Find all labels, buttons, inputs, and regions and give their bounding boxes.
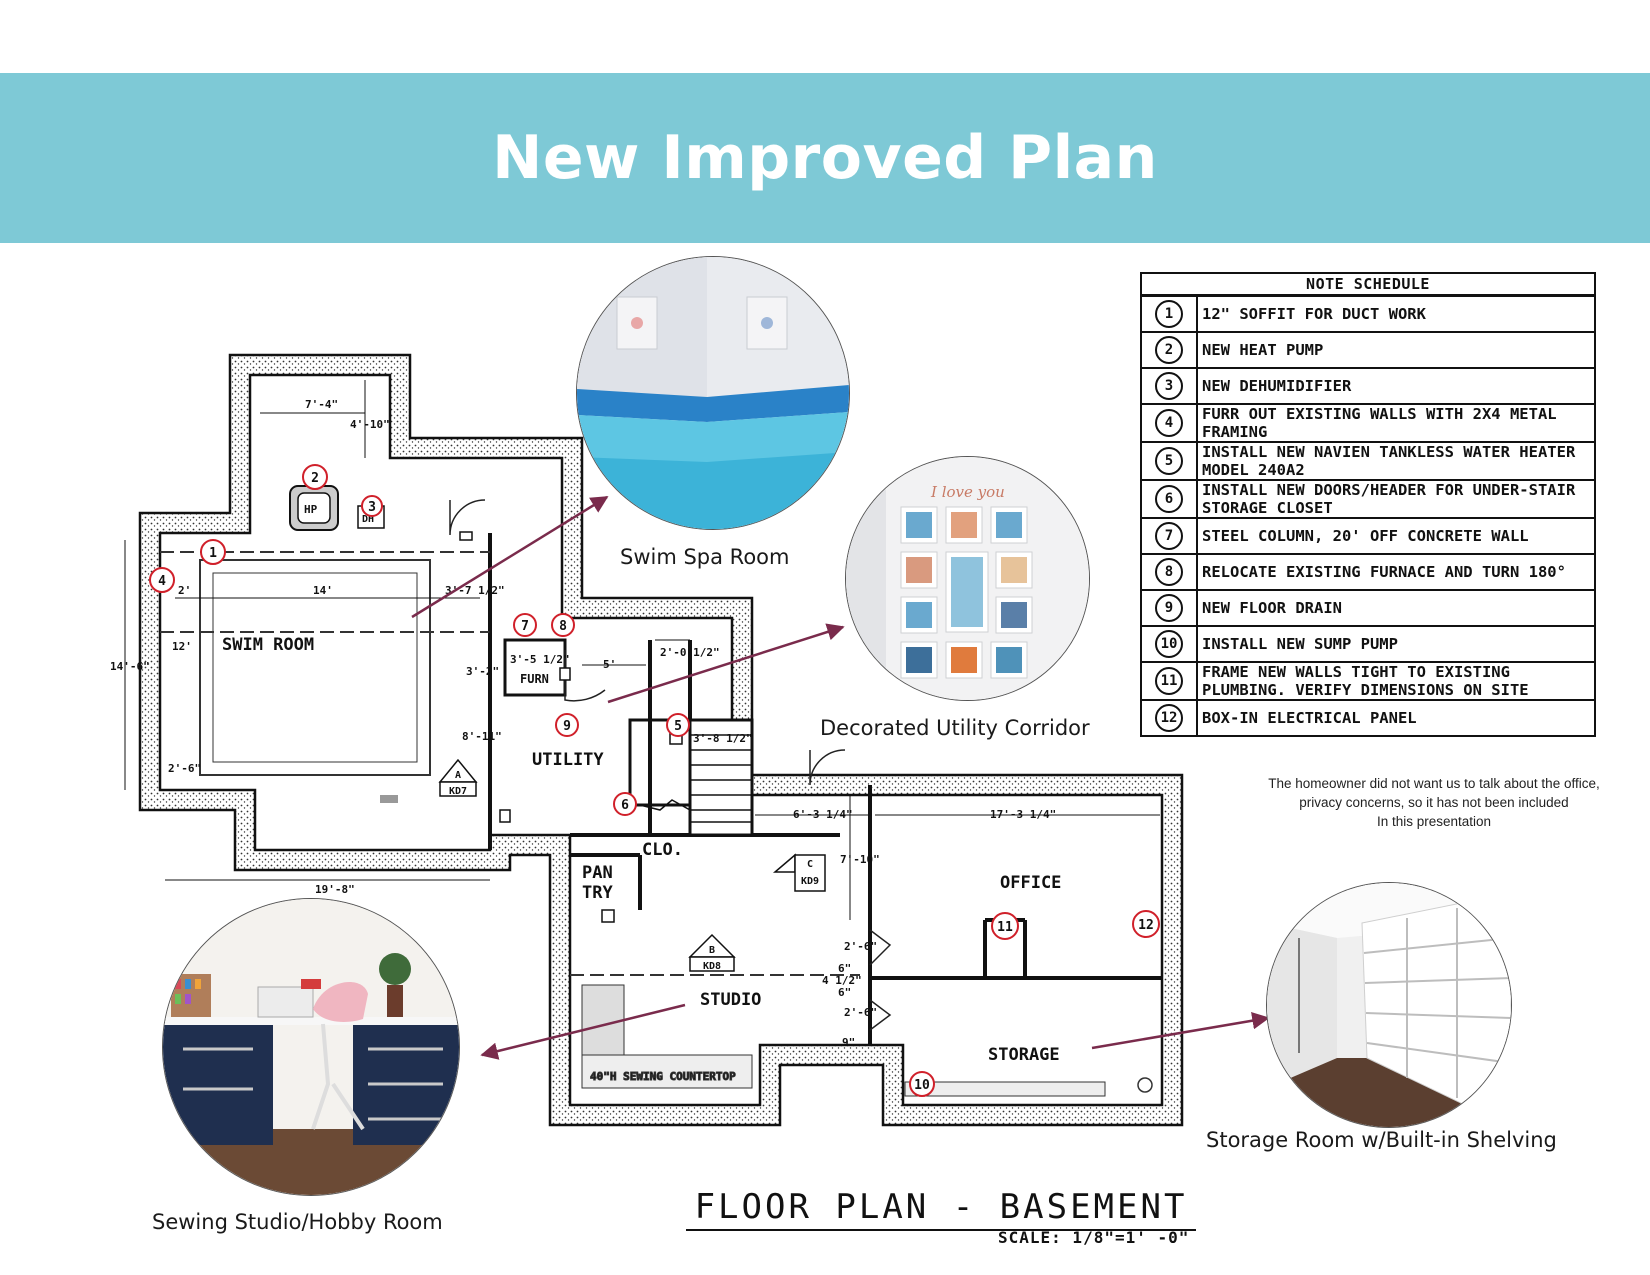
svg-text:KD7: KD7	[449, 786, 467, 797]
svg-text:17'-3 1/4": 17'-3 1/4"	[990, 808, 1056, 821]
svg-text:SWIM ROOM: SWIM ROOM	[222, 635, 314, 655]
sump-pump	[1137, 1077, 1153, 1093]
svg-text:11: 11	[997, 920, 1013, 935]
sewing-caption: Sewing Studio/Hobby Room	[152, 1210, 443, 1234]
callout-markers	[149, 464, 1160, 1097]
svg-text:6": 6"	[838, 986, 851, 999]
floor-plan-title: FLOOR PLAN - BASEMENT	[686, 1187, 1196, 1231]
storage-shelf	[904, 1081, 1106, 1097]
storage-photo	[1266, 882, 1512, 1128]
svg-text:9: 9	[563, 719, 571, 734]
note-schedule-title: NOTE SCHEDULE	[1140, 272, 1596, 297]
svg-text:3'-5 1/2": 3'-5 1/2"	[510, 653, 570, 666]
svg-text:C: C	[807, 859, 813, 870]
swim-spa	[160, 551, 490, 803]
svg-text:2'-6": 2'-6"	[844, 940, 877, 953]
hp-unit: HP	[289, 485, 339, 531]
svg-text:I love you: I love you	[930, 483, 1005, 501]
page-title: New Improved Plan	[492, 123, 1158, 193]
floor-plan-scale: SCALE: 1/8"=1' -0"	[998, 1228, 1190, 1247]
corridor-photo: I love you	[845, 456, 1090, 701]
callout-numbers: 1 4 2 3 7 8 9 5 6 10 11 12	[158, 471, 1154, 1093]
svg-text:CLO.: CLO.	[642, 840, 683, 860]
svg-text:STORAGE: STORAGE	[988, 1045, 1060, 1065]
svg-text:10: 10	[914, 1078, 930, 1093]
stairs	[639, 718, 754, 837]
svg-text:1: 1	[209, 546, 217, 561]
svg-text:9": 9"	[842, 1036, 855, 1049]
svg-text:14': 14'	[313, 584, 333, 597]
svg-text:19'-8": 19'-8"	[315, 883, 355, 896]
svg-text:2: 2	[311, 471, 319, 486]
svg-text:2'-6": 2'-6"	[844, 1006, 877, 1019]
countertop: 40"H SEWING COUNTERTOP	[581, 984, 753, 1089]
svg-text:8: 8	[559, 619, 567, 634]
svg-text:FURN: FURN	[520, 672, 549, 686]
svg-text:7'-4": 7'-4"	[305, 398, 338, 411]
doors	[449, 499, 892, 1031]
svg-text:A: A	[455, 770, 461, 781]
callout-arrows	[411, 495, 1270, 1060]
svg-text:4: 4	[158, 574, 166, 589]
storage-caption: Storage Room w/Built-in Shelving	[1206, 1128, 1557, 1152]
corridor-caption: Decorated Utility Corridor	[820, 716, 1090, 740]
dimension-labels: 7'-4" 4'-10" 14' 3'-7 1/2" 2' 12' 14'-6"…	[110, 398, 1056, 1049]
svg-text:14'-6": 14'-6"	[110, 660, 150, 673]
swim-caption: Swim Spa Room	[620, 545, 790, 569]
svg-text:KD8: KD8	[703, 961, 721, 972]
title-banner: New Improved Plan	[0, 73, 1650, 243]
fixtures	[459, 531, 683, 923]
room-labels: SWIM ROOM UTILITY FURN CLO. PAN TRY OFFI…	[222, 635, 1061, 1065]
interior-walls	[488, 533, 1162, 1045]
dimension-lines	[124, 380, 1160, 920]
svg-text:2'-6": 2'-6"	[168, 762, 201, 775]
svg-text:6'-3 1/4": 6'-3 1/4"	[793, 808, 853, 821]
svg-text:5: 5	[674, 719, 682, 734]
svg-text:UTILITY: UTILITY	[532, 750, 604, 770]
section-tags	[438, 758, 826, 972]
svg-text:6: 6	[621, 798, 629, 813]
svg-text:40"H SEWING COUNTERTOP: 40"H SEWING COUNTERTOP	[590, 1070, 736, 1083]
svg-text:TRY: TRY	[582, 883, 613, 903]
sewing-photo	[162, 898, 460, 1196]
exterior-walls	[138, 353, 1184, 1127]
svg-text:OFFICE: OFFICE	[1000, 873, 1061, 893]
svg-text:STUDIO: STUDIO	[700, 990, 761, 1010]
svg-text:7'-10": 7'-10"	[840, 853, 880, 866]
svg-text:KD9: KD9	[801, 876, 819, 887]
svg-text:12: 12	[1138, 918, 1154, 933]
svg-text:DH: DH	[362, 514, 374, 525]
svg-text:4'-10": 4'-10"	[350, 418, 390, 431]
svg-text:4 1/2": 4 1/2"	[822, 974, 862, 987]
svg-text:3'-2": 3'-2"	[466, 665, 499, 678]
svg-text:PAN: PAN	[582, 863, 613, 883]
svg-text:2'-0 1/2": 2'-0 1/2"	[660, 646, 720, 659]
svg-text:7: 7	[521, 619, 529, 634]
svg-text:3'-8 1/2": 3'-8 1/2"	[693, 732, 753, 745]
svg-text:HP: HP	[304, 503, 318, 516]
svg-text:8'-11": 8'-11"	[462, 730, 502, 743]
svg-text:6": 6"	[838, 962, 851, 975]
svg-text:3: 3	[368, 500, 376, 515]
swim-spa-photo	[576, 256, 850, 530]
svg-text:B: B	[709, 945, 715, 956]
svg-text:2': 2'	[178, 584, 191, 597]
office-disclaimer: The homeowner did not want us to talk ab…	[1268, 776, 1600, 829]
svg-text:5': 5'	[603, 658, 616, 671]
svg-text:12': 12'	[172, 640, 192, 653]
